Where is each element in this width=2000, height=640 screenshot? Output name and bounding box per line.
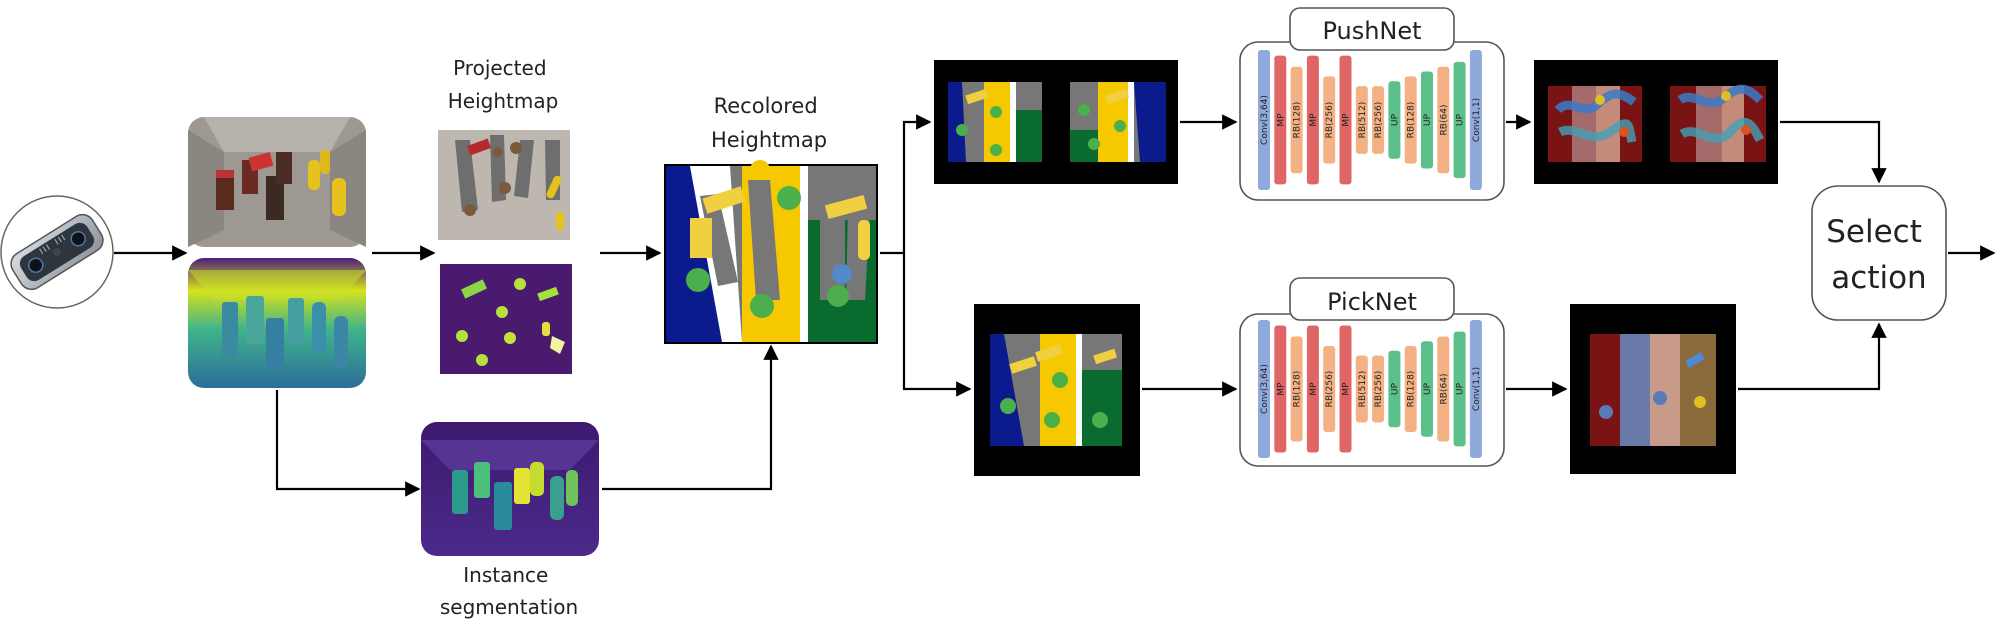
picknet-layer-label: RB(512): [1358, 371, 1368, 408]
pick-qmap-panel: [1570, 304, 1736, 474]
push-input-panel: [934, 60, 1178, 184]
picknet-layer-label: RB(64): [1439, 374, 1449, 405]
pushnet-layer-bar: [1404, 76, 1417, 164]
arrow-instance-to-recolored: [602, 344, 779, 491]
pushnet-layer-label: UP: [1423, 113, 1433, 126]
pushnet-layer-label: Conv(1,1): [1472, 98, 1482, 142]
select-action-block: Select action: [1811, 185, 1947, 321]
arrow-depth-to-instance: [275, 390, 421, 497]
flow-arrows: [114, 114, 1996, 497]
picknet-layer-bar: [1355, 355, 1368, 423]
picknet-layer-label: Conv(3,64): [1260, 364, 1270, 414]
picknet-layer-bar: [1404, 346, 1417, 432]
push-qmap-panel: [1534, 60, 1778, 184]
instance-segmentation-label: Instance segmentation: [440, 563, 578, 619]
pushnet-layer-bar: [1372, 86, 1385, 154]
depth-image: [188, 258, 366, 388]
depth-camera-icon: [0, 195, 114, 309]
pushnet-layer-label: RB(64): [1439, 105, 1449, 136]
pushnet-layer-bar: [1306, 55, 1319, 185]
pushnet-layer-bar: [1290, 66, 1303, 174]
picknet-layer-bar: [1437, 336, 1450, 442]
picknet-block: PickNet Conv(3,64) MP RB(128) MP RB(256) MP RB…: [1239, 277, 1505, 467]
pushnet-layer-label: RB(128): [1293, 102, 1303, 139]
picknet-layer-label: MP: [1342, 382, 1352, 396]
picknet-layer-label: UP: [1456, 382, 1466, 395]
pushnet-layer-label: Conv(3,64): [1260, 95, 1270, 145]
arrow-to-push-input: [902, 114, 932, 253]
pushnet-layer-label: RB(256): [1374, 102, 1384, 139]
picknet-layer-label: RB(256): [1325, 371, 1335, 408]
pushnet-layer-bar: [1421, 71, 1433, 169]
pushnet-layer-bar: [1469, 50, 1482, 190]
arrow-to-pick-input: [902, 253, 972, 397]
pushnet-layers: Conv(3,64) MP RB(128) MP RB(256) MP RB(512) RB(…: [1258, 50, 1482, 190]
picknet-layer-bar: [1323, 346, 1336, 432]
pushnet-layer-bar: [1388, 81, 1401, 159]
picknet-layer-bar: [1388, 350, 1401, 428]
rgb-scene-image: [188, 117, 366, 247]
arrow-push-qmap-to-select: [1780, 120, 1887, 184]
projected-segmentation-image: [440, 264, 572, 374]
picknet-layer-label: RB(128): [1293, 371, 1303, 408]
arrow-pick-qmap-to-select: [1738, 322, 1887, 391]
pushnet-title: PushNet: [1322, 17, 1421, 45]
picknet-layer-bar: [1339, 325, 1352, 453]
picknet-layer-bar: [1274, 325, 1287, 453]
picknet-layer-label: UP: [1390, 382, 1400, 395]
picknet-layer-bar: [1372, 355, 1385, 423]
pushnet-layer-label: RB(128): [1407, 102, 1417, 139]
picknet-layer-label: MP: [1309, 382, 1319, 396]
projected-heightmap-image: [438, 130, 570, 240]
instance-segmentation-image: [421, 422, 599, 556]
picknet-layers: Conv(3,64) MP RB(128) MP RB(256) MP RB(512) RB(…: [1258, 320, 1482, 458]
pushnet-layer-label: UP: [1390, 113, 1400, 126]
pushnet-layer-bar: [1274, 55, 1287, 185]
pushnet-layer-label: RB(256): [1325, 102, 1335, 139]
pushnet-layer-label: RB(512): [1358, 102, 1368, 139]
projected-heightmap-label: Projected Heightmap: [448, 56, 559, 113]
picknet-layer-bar: [1421, 341, 1433, 437]
picknet-layer-label: MP: [1276, 382, 1286, 396]
pick-input-panel: [974, 304, 1140, 476]
picknet-layer-label: RB(128): [1407, 371, 1417, 408]
picknet-layer-label: RB(256): [1374, 371, 1384, 408]
pushnet-layer-label: UP: [1456, 113, 1466, 126]
pushnet-layer-bar: [1437, 66, 1450, 174]
pushnet-layer-bar: [1355, 86, 1368, 154]
picknet-layer-label: UP: [1423, 382, 1433, 395]
pushnet-block: PushNet Conv(3,64) MP RB(128) MP RB(256) MP RB…: [1239, 7, 1505, 201]
pushnet-layer-label: MP: [1342, 113, 1352, 127]
recolored-heightmap-label: Recolored Heightmap: [711, 94, 827, 152]
pushnet-layer-label: MP: [1309, 113, 1319, 127]
picknet-layer-bar: [1290, 336, 1303, 442]
select-action-label: Select action: [1826, 214, 1932, 296]
recolored-heightmap-image: [664, 160, 878, 344]
picknet-layer-bar: [1258, 320, 1270, 458]
picknet-layer-bar: [1306, 325, 1319, 453]
pushnet-layer-bar: [1323, 76, 1336, 164]
picknet-layer-bar: [1453, 331, 1466, 447]
picknet-layer-label: Conv(1,1): [1472, 367, 1482, 411]
pushnet-layer-bar: [1339, 55, 1352, 185]
picknet-layer-bar: [1469, 320, 1482, 458]
pushnet-layer-bar: [1453, 61, 1466, 179]
pushnet-layer-bar: [1258, 50, 1270, 190]
picknet-title: PickNet: [1327, 288, 1417, 316]
pushnet-layer-label: MP: [1276, 113, 1286, 127]
